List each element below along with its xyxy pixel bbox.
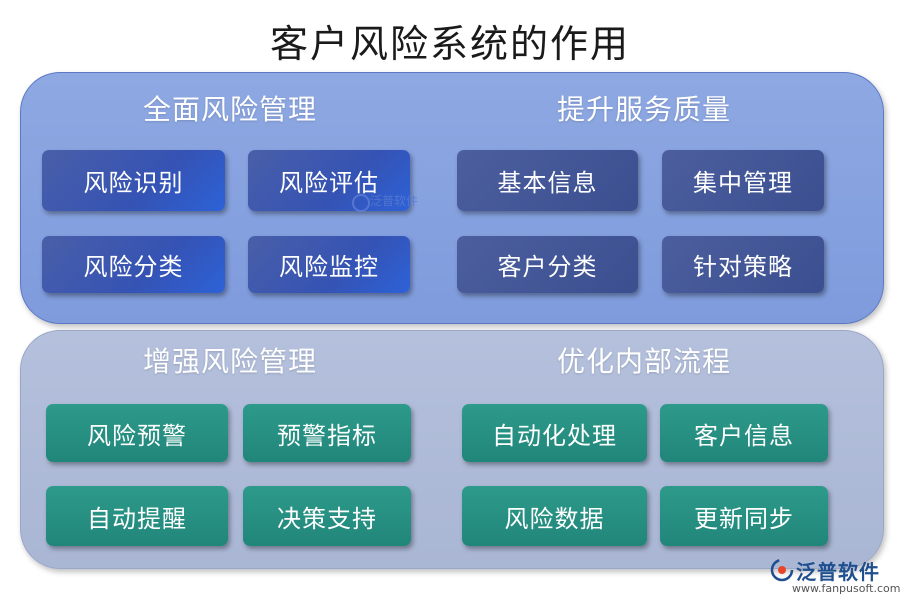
basic-info-button[interactable]: 基本信息: [457, 150, 638, 211]
fanpu-logo-icon: [770, 558, 794, 582]
page-title: 客户风险系统的作用: [269, 22, 630, 66]
risk-assess-button[interactable]: 风险评估: [248, 150, 410, 211]
risk-data-button[interactable]: 风险数据: [462, 486, 647, 546]
section-title-enhance-risk: 增强风险管理: [142, 345, 317, 378]
customer-classify-button[interactable]: 客户分类: [457, 236, 638, 293]
risk-classify-button[interactable]: 风险分类: [42, 236, 225, 293]
risk-identify-button[interactable]: 风险识别: [42, 150, 225, 211]
risk-monitor-button[interactable]: 风险监控: [248, 236, 410, 293]
auto-process-button[interactable]: 自动化处理: [462, 404, 647, 462]
watermark-icon: [352, 194, 370, 212]
update-sync-button[interactable]: 更新同步: [660, 486, 828, 546]
risk-warning-button[interactable]: 风险预警: [46, 404, 228, 462]
logo-name: 泛普软件: [796, 560, 880, 584]
decision-support-button[interactable]: 决策支持: [243, 486, 411, 546]
section-title-service-quality: 提升服务质量: [556, 93, 731, 126]
targeted-strategy-button[interactable]: 针对策略: [662, 236, 824, 293]
logo-url: www.fanpusoft.com: [792, 582, 900, 595]
central-management-button[interactable]: 集中管理: [662, 150, 824, 211]
section-title-comprehensive-risk: 全面风险管理: [142, 93, 317, 126]
auto-remind-button[interactable]: 自动提醒: [46, 486, 228, 546]
watermark-text: 泛普软件: [370, 194, 419, 208]
customer-info-button[interactable]: 客户信息: [660, 404, 828, 462]
section-title-optimize-process: 优化内部流程: [556, 345, 731, 378]
fanpu-logo: 泛普软件 www.fanpusoft.com: [770, 556, 900, 598]
warning-indicator-button[interactable]: 预警指标: [243, 404, 411, 462]
